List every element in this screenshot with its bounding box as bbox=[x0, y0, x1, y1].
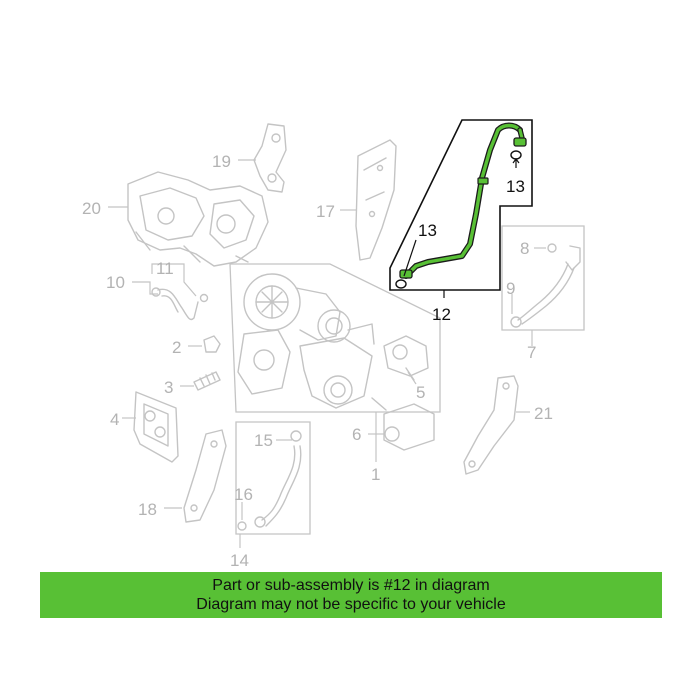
leader-11 bbox=[151, 263, 197, 297]
callout-9: 9 bbox=[506, 279, 515, 298]
coolant-pipe-part bbox=[510, 243, 581, 328]
callout-15: 15 bbox=[254, 431, 273, 450]
callout-6: 6 bbox=[352, 425, 361, 444]
assembly-14-outline bbox=[235, 421, 311, 535]
gasket-part bbox=[133, 391, 179, 463]
callout-18: 18 bbox=[138, 500, 157, 519]
arrow-13-upper-icon bbox=[512, 158, 520, 164]
callout-10: 10 bbox=[106, 273, 125, 292]
callout-17: 17 bbox=[316, 202, 335, 221]
callout-3: 3 bbox=[164, 378, 173, 397]
banner-line-1: Part or sub-assembly is #12 in diagram bbox=[212, 577, 490, 594]
turbocharger-part bbox=[237, 273, 375, 409]
assembly-7-outline bbox=[501, 225, 585, 331]
info-banner: Part or sub-assembly is #12 in diagram D… bbox=[40, 572, 662, 618]
callout-16: 16 bbox=[234, 485, 253, 504]
assembly-1-outline bbox=[229, 263, 441, 413]
o-ring-upper-icon bbox=[510, 150, 522, 160]
bracket-21-part bbox=[463, 375, 519, 475]
exhaust-manifold-part bbox=[127, 171, 269, 267]
callout-1: 1 bbox=[371, 465, 380, 484]
callout-21: 21 bbox=[534, 404, 553, 423]
assembly-12-outline bbox=[389, 119, 533, 291]
leader-10 bbox=[132, 281, 158, 295]
callout-2: 2 bbox=[172, 338, 181, 357]
callout-5: 5 bbox=[416, 383, 425, 402]
callout-13-upper: 13 bbox=[506, 177, 525, 196]
banner-line-2: Diagram may not be specific to your vehi… bbox=[196, 596, 506, 613]
heat-shield-part bbox=[355, 139, 397, 261]
bracket-19-part bbox=[253, 123, 287, 193]
nut-part bbox=[203, 335, 221, 353]
water-line-part bbox=[254, 430, 302, 528]
leader-5 bbox=[407, 371, 417, 385]
stud-part bbox=[193, 371, 221, 391]
callout-4: 4 bbox=[110, 410, 119, 429]
callout-7: 7 bbox=[527, 343, 536, 362]
callout-8: 8 bbox=[520, 239, 529, 258]
callout-12: 12 bbox=[432, 305, 451, 324]
solenoid-part bbox=[371, 397, 435, 451]
callout-20: 20 bbox=[82, 199, 101, 218]
oil-line-part bbox=[151, 287, 209, 321]
oil-feed-line-part bbox=[399, 122, 527, 279]
o-ring-16-icon bbox=[237, 521, 247, 531]
o-ring-lower-icon bbox=[395, 279, 407, 289]
bracket-18-part bbox=[183, 429, 227, 523]
callout-11: 11 bbox=[156, 259, 174, 278]
callout-14: 14 bbox=[230, 551, 249, 570]
leader-13-lower bbox=[403, 239, 417, 277]
callout-13-lower: 13 bbox=[418, 221, 437, 240]
callout-19: 19 bbox=[212, 152, 231, 171]
actuator-part bbox=[383, 335, 429, 381]
